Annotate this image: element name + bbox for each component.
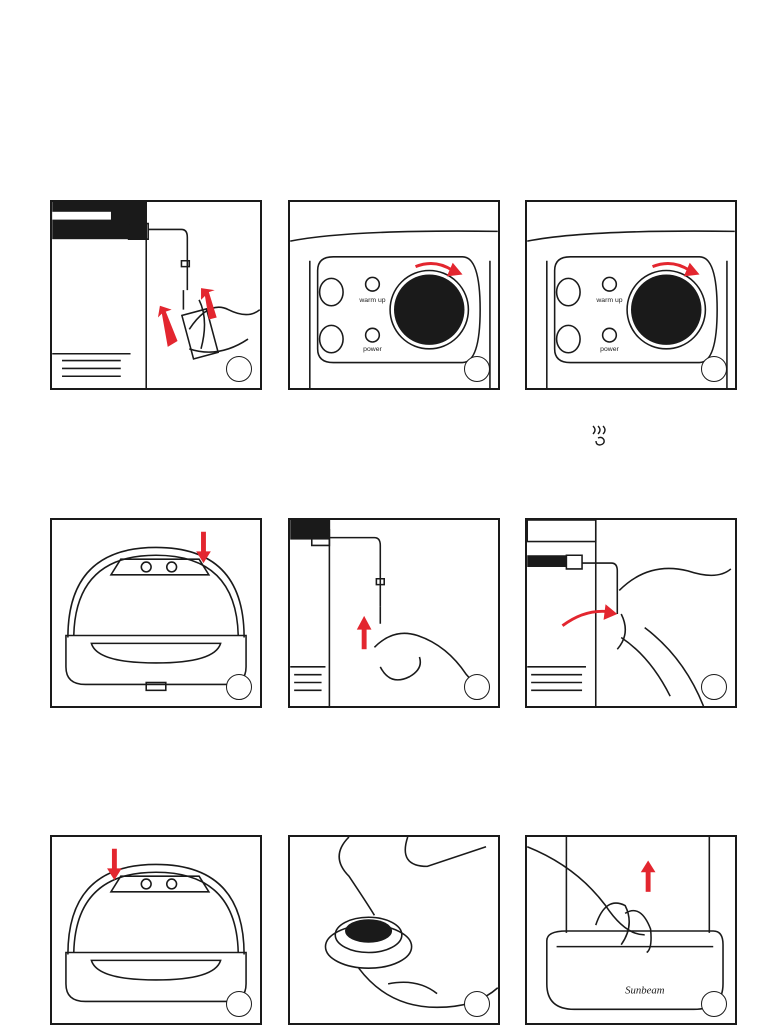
step-number-circle <box>226 674 252 700</box>
panel-open-lid-2 <box>50 835 262 1025</box>
steam-icon <box>590 424 610 446</box>
step-number-circle <box>226 991 252 1017</box>
panel-control-dial-1: warm up power <box>288 200 500 390</box>
step-number-circle <box>701 674 727 700</box>
panel-control-dial-2: warm up power <box>525 200 737 390</box>
power-label: power <box>600 346 619 353</box>
panel-open-lid-1 <box>50 518 262 708</box>
warm-up-label: warm up <box>358 297 385 304</box>
step-number-circle <box>464 674 490 700</box>
panel-steam-wand-remove <box>50 200 262 390</box>
step-number-circle <box>226 356 252 382</box>
step-number-circle <box>701 356 727 382</box>
step-number-circle <box>701 991 727 1017</box>
power-label: power <box>363 346 382 353</box>
panel-steam-wand-twist <box>525 518 737 708</box>
panel-filter-disc <box>288 835 500 1025</box>
panel-drip-tray: Sunbeam <box>525 835 737 1025</box>
step-number-circle <box>464 991 490 1017</box>
panel-steam-wand-clean <box>288 518 500 708</box>
brand-logo: Sunbeam <box>625 985 665 997</box>
warm-up-label: warm up <box>595 297 622 304</box>
step-number-circle <box>464 356 490 382</box>
